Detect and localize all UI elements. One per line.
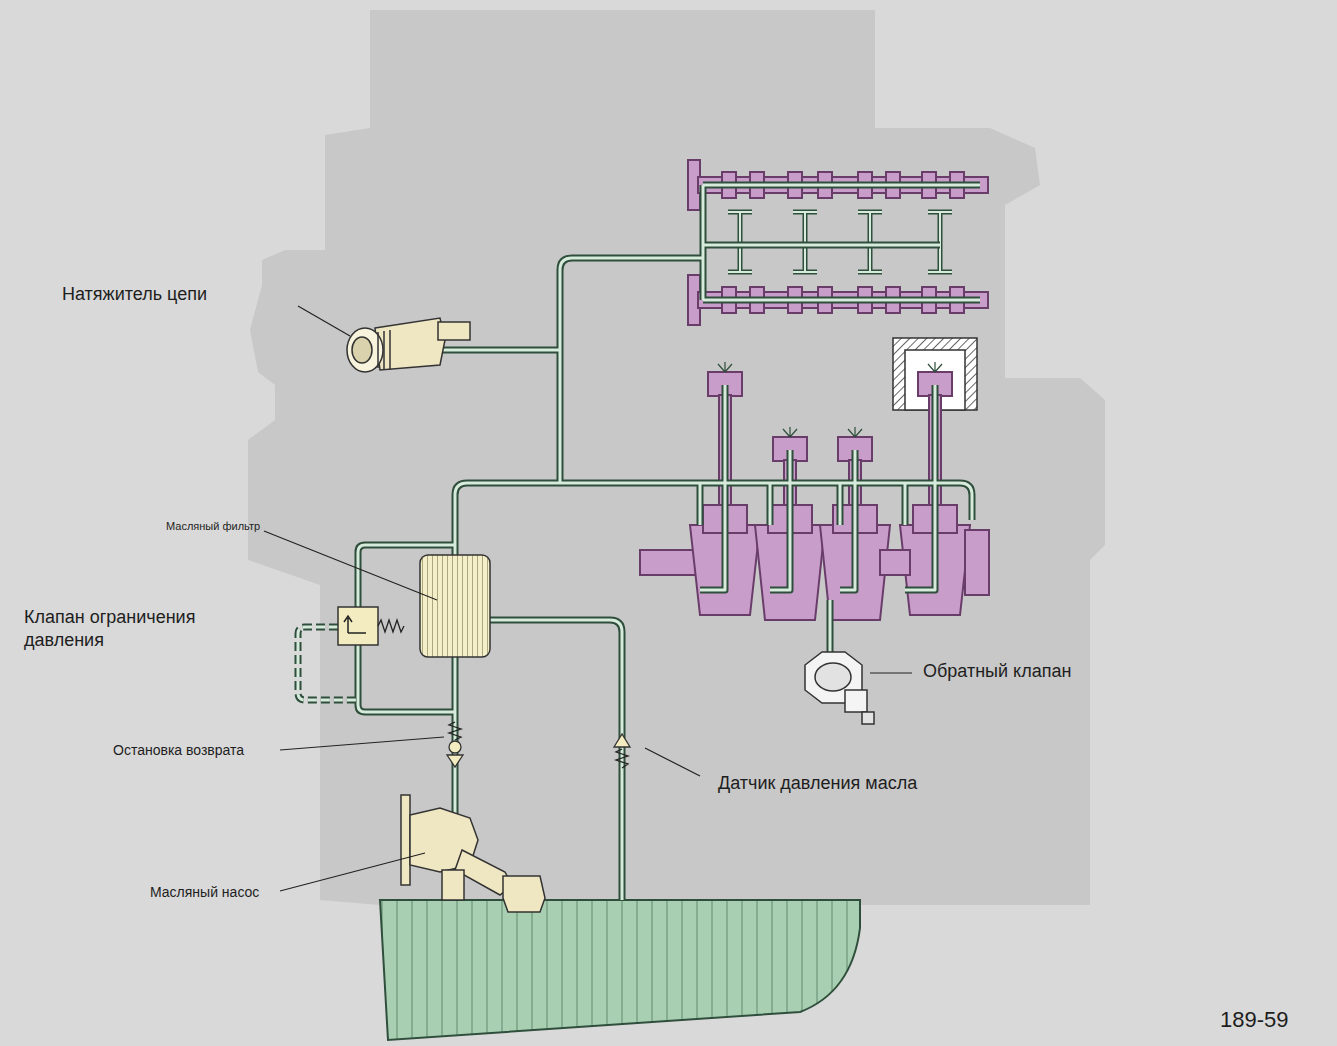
part-label: Масляный насос — [150, 884, 259, 902]
figure-number: 189-59 — [1220, 1006, 1289, 1034]
relief-valve — [338, 607, 404, 645]
oil-lines — [358, 185, 980, 900]
engine-silhouette — [248, 10, 1105, 905]
pressure-valve — [614, 734, 630, 768]
part-label: Остановка возврата — [113, 742, 244, 760]
part-label: Масляный фильтр — [166, 520, 260, 534]
leader-lines — [264, 306, 912, 891]
part-label: Натяжитель цепи — [62, 283, 207, 306]
part-label: Датчик давления масла — [718, 772, 917, 795]
non-return-valve — [447, 722, 463, 767]
part-label: Обратный клапан — [923, 660, 1071, 683]
oil-spray — [718, 362, 942, 437]
chain-tensioner — [347, 318, 470, 372]
check-valve-part — [805, 652, 874, 724]
oil-filter — [420, 555, 490, 657]
oil-pan — [380, 900, 860, 1040]
part-label: Клапан ограничения давления — [24, 606, 239, 651]
